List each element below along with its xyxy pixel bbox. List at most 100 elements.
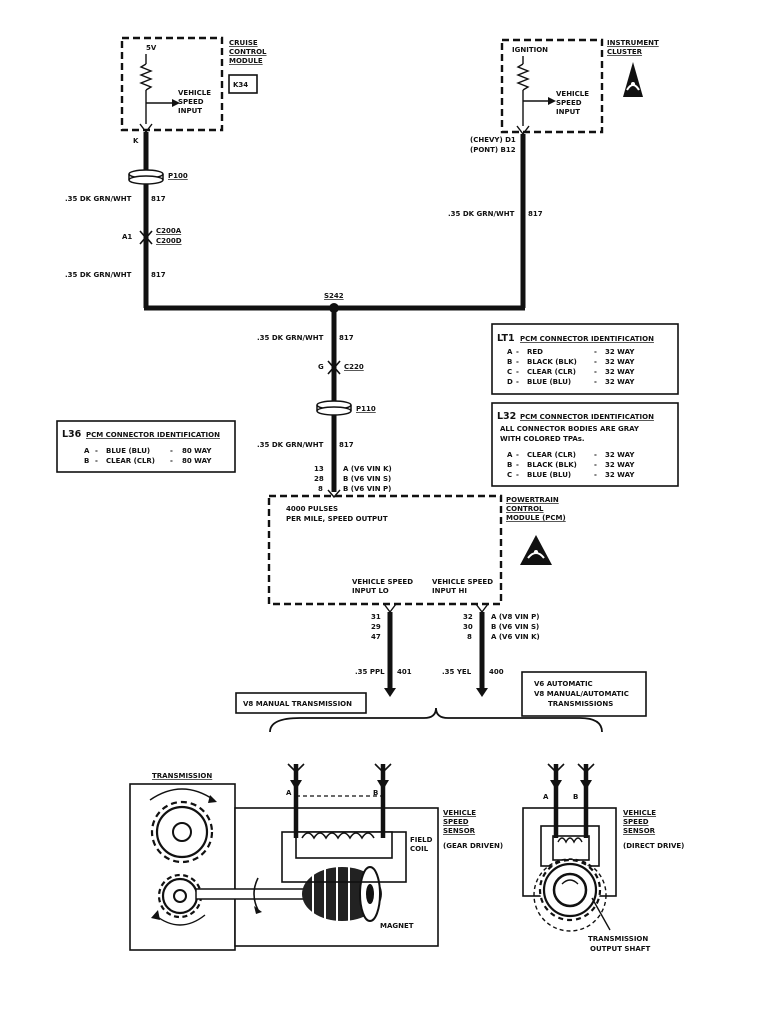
cruise-title-line2: CONTROL (229, 48, 267, 56)
cluster-supply-label: IGNITION (512, 46, 548, 54)
field-coil-line2: COIL (410, 845, 429, 853)
lead-a-terminal-icon (287, 763, 305, 774)
cluster-outline (500, 38, 604, 134)
pcm-name-line2: CONTROL (506, 505, 544, 513)
l36-row: B - CLEAR (CLR) - 80 WAY (84, 457, 212, 465)
v6-auto-box (521, 671, 647, 717)
direct-sensor-line3: SENSOR (623, 827, 656, 835)
s242-label: S242 (324, 292, 344, 300)
pcm-hi-pin-num: 32 (463, 613, 473, 621)
direct-sensor-line4: (DIRECT DRIVE) (623, 842, 684, 850)
pcm-hi-line1: VEHICLE SPEED (432, 578, 493, 586)
wire5-circuit: 817 (339, 441, 354, 449)
l32-row-dash: - (516, 461, 519, 469)
l36-connector-table: L36 PCM CONNECTOR IDENTIFICATION A - BLU… (56, 420, 236, 473)
lt1-row-dash: - (516, 368, 519, 376)
speed-hi-arrow-icon (476, 688, 488, 697)
pcm-outline (267, 494, 503, 606)
direct-drive-sensor-assembly: A B VEHICLE SPEED SENSOR (DIRECT DRIVE) … (522, 763, 684, 953)
pcm-feed-wiring: .35 DK GRN/WHT 817 G C220 P110 .35 DK GR… (257, 308, 392, 499)
lo-wire-color: .35 PPL (355, 668, 385, 676)
p100-connector (128, 169, 164, 185)
lt1-title: PCM CONNECTOR IDENTIFICATION (520, 335, 654, 343)
l36-row-pin: B (84, 457, 89, 465)
lt1-row-color: CLEAR (CLR) (527, 368, 576, 376)
lt1-row-dash: - (594, 378, 597, 386)
pcm-top-pins: 13 A (V6 VIN K) 28 B (V6 VIN S) 8 B (V6 … (314, 465, 392, 493)
p110-label: P110 (356, 405, 376, 413)
lt1-row-ways: 32 WAY (605, 368, 635, 376)
direct-lead-b-label: B (573, 793, 578, 801)
cruise-input-line3: INPUT (178, 107, 202, 115)
lt1-row: B - BLACK (BLK) - 32 WAY (507, 358, 635, 366)
c220-label: C220 (344, 363, 364, 371)
l32-note-line2: WITH COLORED TPAs. (500, 435, 585, 443)
pcm-top-terminal-icon (327, 489, 341, 499)
cluster-input-line2: SPEED (556, 99, 582, 107)
wire5-color: .35 DK GRN/WHT (257, 441, 324, 449)
lt1-row-pin: B (507, 358, 512, 366)
direct-lead-a-terminal-icon (547, 763, 565, 774)
l36-table-box (56, 420, 236, 473)
gear-sensor-line4: (GEAR DRIVEN) (443, 842, 503, 850)
lt1-row: C - CLEAR (CLR) - 32 WAY (507, 368, 635, 376)
l32-row-dash: - (594, 451, 597, 459)
transmission-label: TRANSMISSION (152, 772, 212, 780)
l36-row-pin: A (84, 447, 90, 455)
wire2-color: .35 DK GRN/WHT (65, 271, 132, 279)
l36-row-dash: - (95, 457, 98, 465)
pcm-output-line2: PER MILE, SPEED OUTPUT (286, 515, 388, 523)
lt1-row-color: BLUE (BLU) (527, 378, 571, 386)
direct-sensor-coil (552, 835, 590, 861)
lt1-row-dash: - (594, 368, 597, 376)
gear-lead-a-label: A (286, 789, 292, 797)
output-shaft-line1: TRANSMISSION (588, 935, 648, 943)
pcm-lo-line1: VEHICLE SPEED (352, 578, 413, 586)
l32-row-pin: A (507, 451, 513, 459)
pcm-top-pin-desc: B (V6 VIN S) (343, 475, 391, 483)
output-shaft-line2: OUTPUT SHAFT (590, 945, 651, 953)
l32-title: PCM CONNECTOR IDENTIFICATION (520, 413, 654, 421)
pcm-top-pin-num: 13 (314, 465, 324, 473)
pcm-output-line1: 4000 PULSES (286, 505, 338, 513)
l32-row-ways: 32 WAY (605, 461, 635, 469)
cluster-pullup-resistor (516, 63, 530, 91)
pcm-top-pin-num: 8 (318, 485, 323, 493)
c200-connector (139, 230, 153, 245)
l32-row: B - BLACK (BLK) - 32 WAY (507, 461, 635, 469)
l36-row: A - BLUE (BLU) - 80 WAY (84, 447, 212, 455)
gear-lead-b-label: B (373, 789, 378, 797)
speed-lo-arrow-icon (384, 688, 396, 697)
c200a-label: C200A (156, 227, 182, 235)
lt1-row-dash: - (516, 378, 519, 386)
l36-row-dash: - (170, 457, 173, 465)
instrument-cluster: IGNITION VEHICLE SPEED INPUT INSTRUMENT … (470, 38, 659, 154)
pcm-top-pin-num: 28 (314, 475, 324, 483)
pcm-lo-line2: INPUT LO (352, 587, 389, 595)
wire4-color: .35 DK GRN/WHT (257, 334, 324, 342)
field-coil-core (295, 831, 393, 859)
l32-row-color: BLUE (BLU) (527, 471, 571, 479)
cluster-pin-chevy: (CHEVY) D1 (470, 136, 516, 144)
v8-manual-box (235, 692, 367, 714)
c200-pin-label: A1 (122, 233, 132, 241)
application-brace (269, 707, 603, 733)
cluster-input-arrow-icon (548, 97, 556, 105)
wire1-circuit: 817 (151, 195, 166, 203)
cluster-input-line3: INPUT (556, 108, 580, 116)
pcm-hi-pin-desc: B (V6 VIN S) (491, 623, 539, 631)
pcm-hi-pin-num: 8 (467, 633, 472, 641)
hi-wire-color: .35 YEL (442, 668, 472, 676)
lt1-row-color: BLACK (BLK) (527, 358, 577, 366)
upper-wiring: P100 .35 DK GRN/WHT 817 A1 C200A C200D .… (65, 132, 543, 313)
wire3-color: .35 DK GRN/WHT (448, 210, 515, 218)
direct-sensor-line1: VEHICLE (623, 809, 656, 817)
cruise-code: K34 (233, 81, 248, 89)
cruise-input-line1: VEHICLE (178, 89, 211, 97)
gear-sensor-line3: SENSOR (443, 827, 476, 835)
c200d-label: C200D (156, 237, 182, 245)
direct-lead-b-terminal-icon (577, 763, 595, 774)
cruise-supply-label: 5V (146, 44, 157, 52)
cluster-title-line1: INSTRUMENT (607, 39, 659, 47)
cruise-control-module: 5V VEHICLE SPEED INPUT K CRUISE CONTROL … (120, 36, 267, 145)
